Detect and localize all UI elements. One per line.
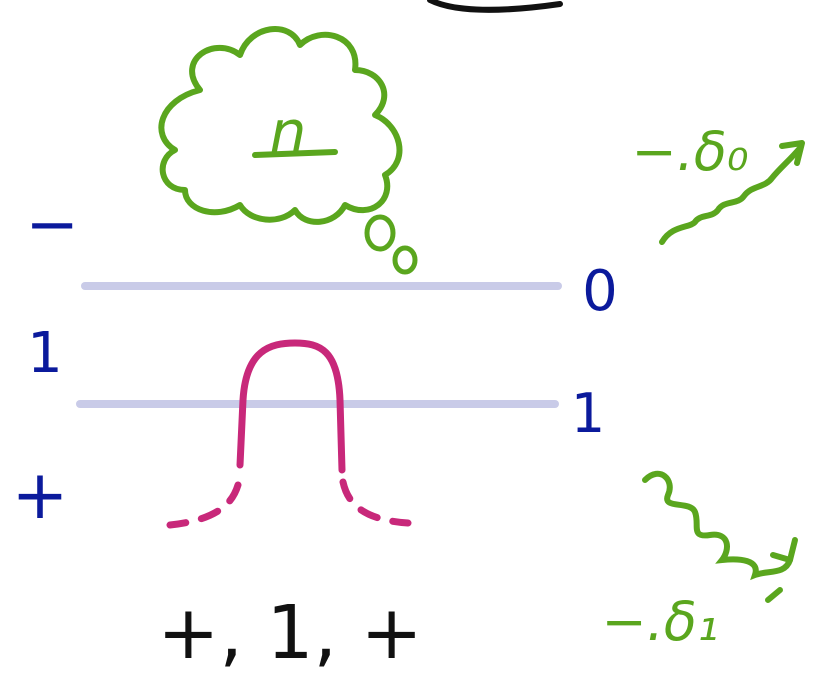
thought-underline: [255, 152, 335, 155]
thought-bubble-dot-2: [395, 248, 415, 272]
sequence-label: +, 1, +: [157, 590, 422, 676]
pulse-tail-left: [170, 485, 238, 525]
thought-bubble-dot-1: [367, 217, 393, 249]
emission-bottom-wave: [645, 474, 790, 575]
left-label-one: 1: [27, 321, 63, 386]
left-label-minus: −: [25, 188, 79, 262]
emission-top-label: −.δ₀: [631, 120, 748, 183]
pulse-tail-right: [343, 482, 408, 523]
left-label-plus: +: [12, 456, 69, 535]
emission-bottom-label: −.δ₁: [601, 590, 718, 653]
right-label-one: 1: [571, 382, 605, 445]
top-black-stroke: [430, 0, 560, 10]
right-label-zero: 0: [582, 259, 618, 324]
